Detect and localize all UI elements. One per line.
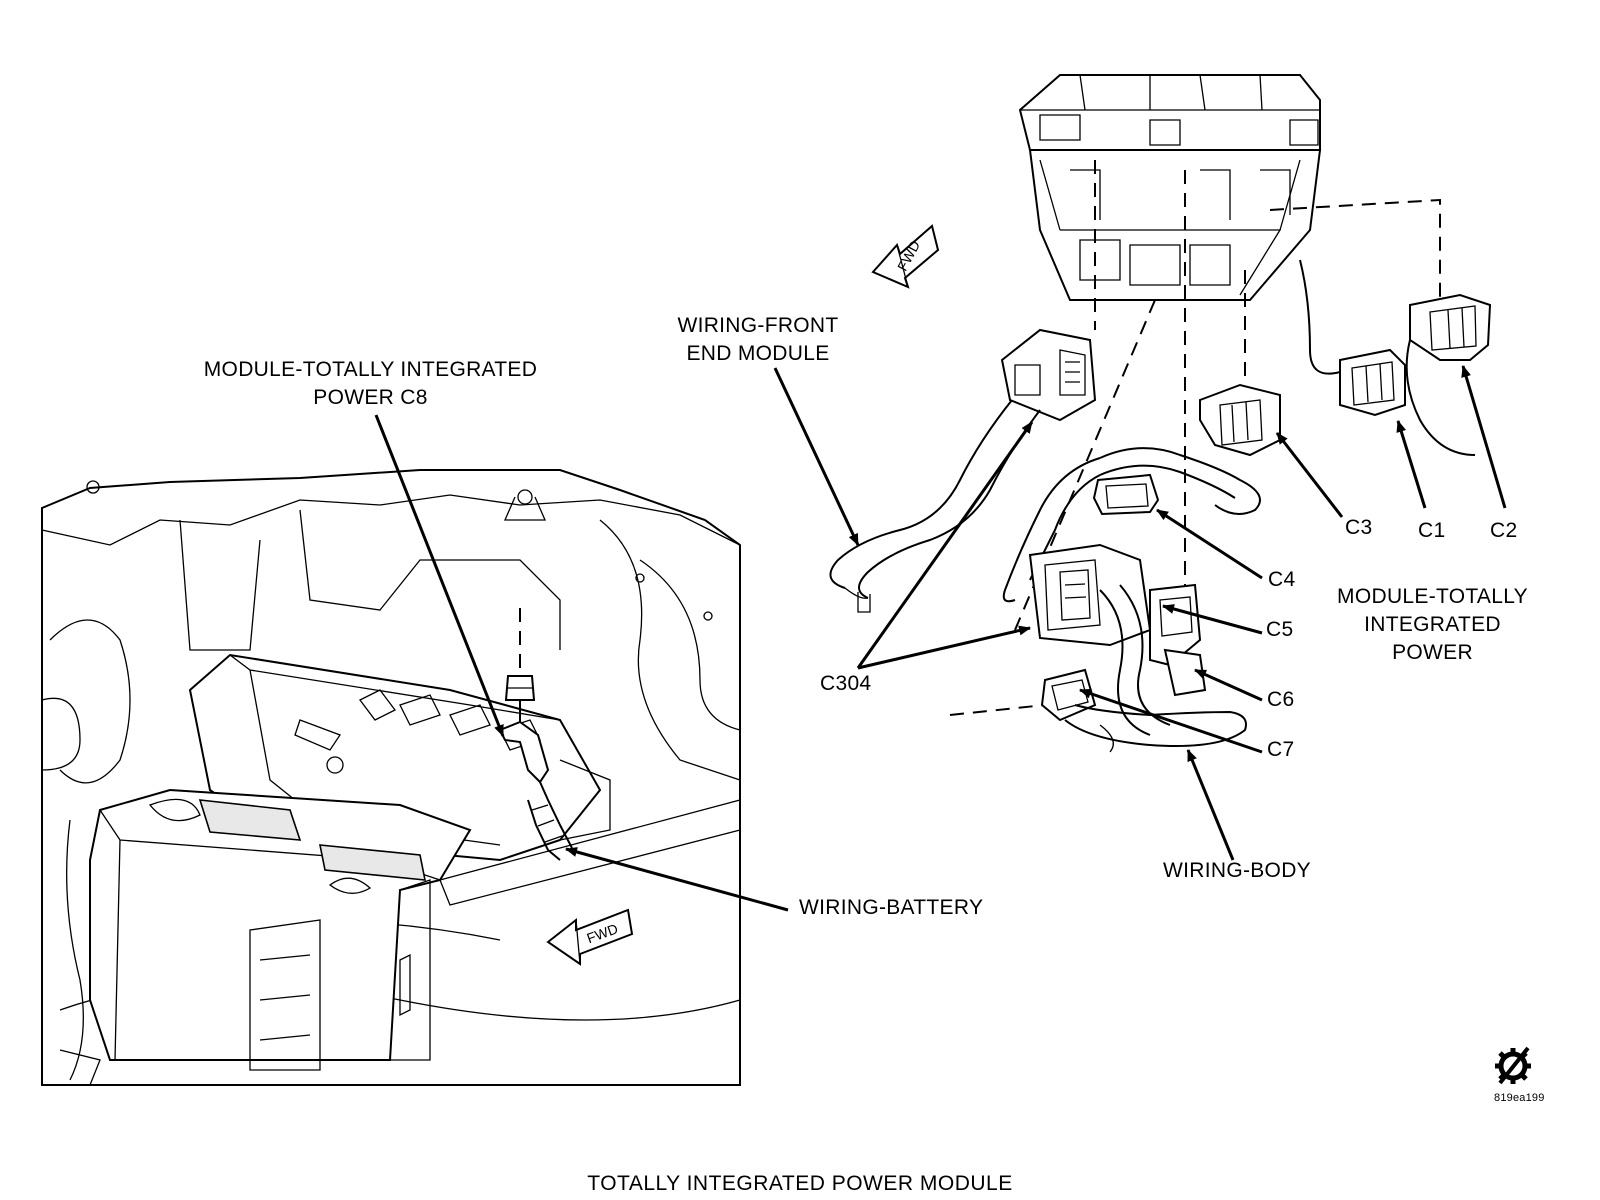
label-wiring-front-end-line1: WIRING-FRONT [677, 314, 839, 337]
label-wiring-front-end: WIRING-FRONT END MODULE [668, 312, 848, 368]
fwd-arrow-bottom [546, 908, 634, 966]
label-c7: C7 [1267, 738, 1295, 761]
label-module-c8: MODULE-TOTALLY INTEGRATED POWER C8 [188, 356, 553, 412]
label-wiring-body: WIRING-BODY [1163, 859, 1311, 882]
label-module-tipm-line2: INTEGRATED [1364, 613, 1501, 636]
label-module-c8-line1: MODULE-TOTALLY INTEGRATED [203, 358, 538, 381]
label-c4: C4 [1268, 568, 1296, 591]
label-module-c8-line2: POWER C8 [313, 386, 428, 409]
label-wiring-battery: WIRING-BATTERY [799, 896, 984, 919]
engine-compartment-view [41, 469, 741, 1086]
label-c1: C1 [1418, 519, 1446, 542]
label-module-tipm-line1: MODULE-TOTALLY [1337, 585, 1528, 608]
label-module-tipm-line3: POWER [1392, 641, 1473, 664]
label-c2: C2 [1490, 519, 1518, 542]
label-c304: C304 [820, 672, 872, 695]
label-module-tipm: MODULE-TOTALLY INTEGRATED POWER [1325, 583, 1540, 667]
wrench-gear-icon [1495, 1046, 1531, 1085]
label-wiring-front-end-line2: END MODULE [686, 342, 830, 365]
figure-code: 819ea199 [1494, 1092, 1545, 1104]
fwd-arrow-top [871, 224, 940, 289]
label-c5: C5 [1266, 618, 1294, 641]
label-c3: C3 [1345, 516, 1373, 539]
label-c6: C6 [1267, 688, 1295, 711]
leader-arrows [374, 365, 1507, 912]
figure-caption: TOTALLY INTEGRATED POWER MODULE [587, 1172, 1013, 1195]
